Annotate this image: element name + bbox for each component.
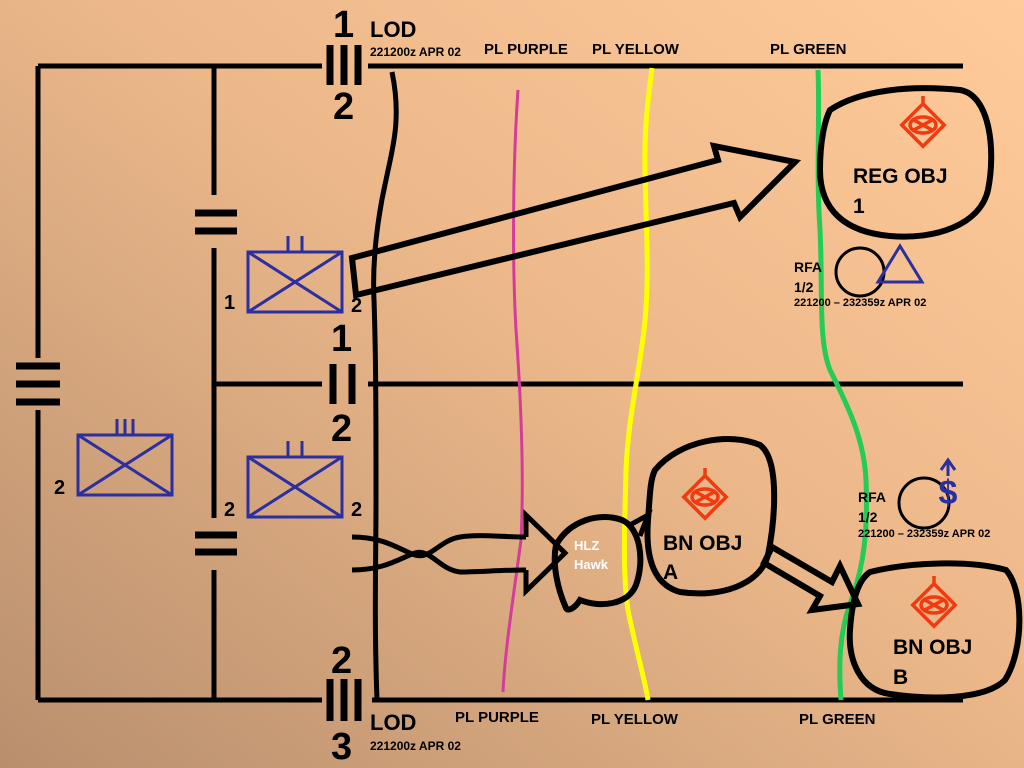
reserve-unit-number: 2	[54, 477, 66, 499]
rfa-2-dtg: 221200 – 232359z APR 02	[858, 528, 991, 540]
main-attack-arrow	[348, 142, 802, 299]
hlz-hawk-outline	[551, 514, 644, 613]
pl-yellow-bottom-label: PL YELLOW	[591, 711, 678, 728]
bn-obj-a-title: BN OBJ	[663, 532, 743, 555]
bottom-lod-lower-unit: 3	[331, 726, 353, 768]
middle-boundary-lower-unit: 2	[331, 408, 353, 450]
infantry-battalion-upper	[246, 236, 344, 314]
bn-obj-a-letter: A	[663, 561, 679, 584]
rfa-2-circle	[897, 476, 951, 530]
pl-yellow-top-label: PL YELLOW	[592, 41, 679, 58]
reg-obj-1-outline	[816, 85, 995, 240]
bottom-lod-upper-unit: 2	[331, 640, 353, 682]
top-lod-label: LOD	[370, 17, 417, 42]
infantry-battalion-reserve	[76, 419, 174, 497]
pl-purple-bottom-label: PL PURPLE	[455, 709, 539, 726]
svg-text:$: $	[939, 474, 958, 512]
unit-symbols	[76, 236, 344, 519]
bottom-lod-dtg: 221200z APR 02	[370, 739, 461, 753]
rfa-2-label: RFA	[858, 489, 886, 505]
echelon-ticks	[16, 45, 362, 721]
reg-obj-1-symbol	[899, 96, 947, 149]
rfa-1-triangle-icon	[875, 243, 925, 284]
lower-unit-left-number: 2	[224, 499, 236, 521]
hlz-arrow-tip	[628, 509, 653, 537]
pl-green-top-label: PL GREEN	[770, 41, 847, 58]
rfa-1-label: RFA	[794, 259, 822, 275]
rfa-2-units: 1/2	[858, 509, 878, 525]
air-assault-route	[351, 509, 569, 597]
middle-boundary-upper-unit: 1	[331, 318, 353, 360]
top-lod-upper-unit: 1	[333, 4, 355, 46]
top-lod-lower-unit: 2	[333, 86, 355, 128]
bottom-lod-label: LOD	[370, 710, 417, 735]
pl-purple-top-label: PL PURPLE	[484, 41, 568, 58]
reg-obj-1-title: REG OBJ	[853, 165, 948, 188]
reg-obj-1-number: 1	[853, 195, 865, 218]
bn-obj-b-letter: B	[893, 666, 909, 689]
bn-obj-b-title: BN OBJ	[893, 636, 973, 659]
bn-obj-b-symbol	[910, 576, 958, 629]
upper-unit-left-number: 1	[224, 292, 236, 314]
lower-unit-right-number: 2	[351, 499, 363, 521]
pl-purple-line	[501, 89, 524, 693]
infantry-battalion-lower	[246, 441, 344, 519]
bn-obj-b-attack-arrow	[760, 542, 863, 614]
objective-symbols	[681, 96, 958, 629]
boundaries	[35, 63, 963, 703]
bn-obj-a-symbol	[681, 468, 729, 521]
pl-green-bottom-label: PL GREEN	[799, 711, 876, 728]
rfa-1-units: 1/2	[794, 279, 814, 295]
rfa-1-dtg: 221200 – 232359z APR 02	[794, 297, 927, 309]
bn-obj-b-outline	[846, 560, 1023, 701]
objective-outlines	[551, 85, 1023, 701]
top-lod-dtg: 221200z APR 02	[370, 45, 461, 59]
pl-yellow-line	[621, 67, 655, 701]
upper-unit-right-number: 2	[351, 295, 363, 317]
line-of-departure	[371, 71, 399, 701]
hlz-name: Hawk	[574, 557, 608, 572]
hlz-label: HLZ	[574, 538, 600, 553]
rfa-2-dollar-icon: $	[939, 457, 958, 512]
